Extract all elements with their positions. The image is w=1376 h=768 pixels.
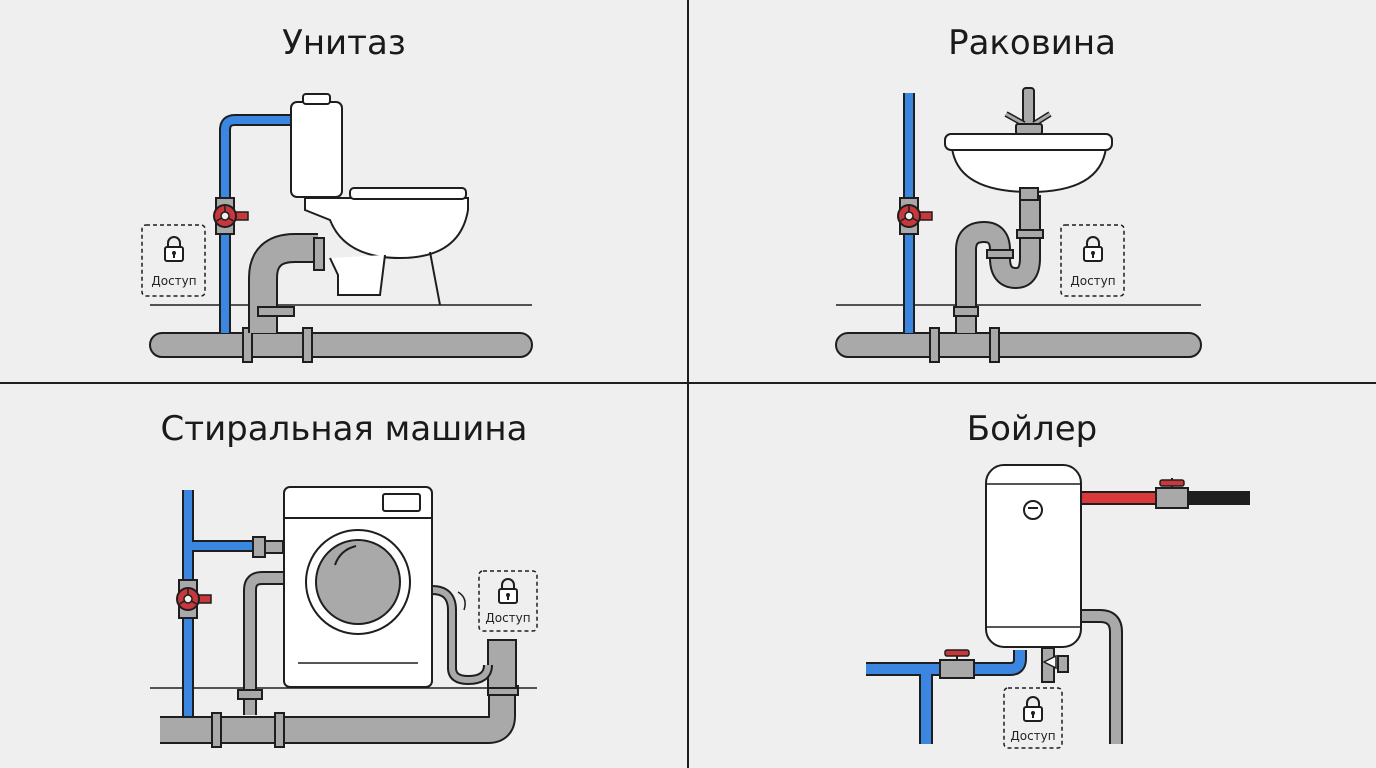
panel-title-toilet: Унитаз xyxy=(282,23,406,63)
drain-pipe-main xyxy=(149,332,533,358)
panel-boiler: Доступ xyxy=(866,464,1250,749)
drain-pipe-main xyxy=(835,332,1202,358)
valve-icon xyxy=(213,197,249,235)
cold-water-pipe xyxy=(221,116,292,333)
access-box-sink: Доступ xyxy=(1060,224,1125,297)
boiler-icon xyxy=(985,464,1082,648)
lock-icon xyxy=(1023,696,1043,722)
lock-icon xyxy=(164,236,184,262)
cold-water-pipe xyxy=(866,650,1025,744)
panel-toilet: Доступ xyxy=(141,93,533,363)
valve-icon xyxy=(1155,478,1189,509)
panel-title-sink: Раковина xyxy=(948,23,1116,63)
access-label-toilet: Доступ xyxy=(151,274,196,288)
panel-title-washer: Стиральная машина xyxy=(160,409,528,449)
drain-elbow xyxy=(250,235,318,333)
valve-icon xyxy=(939,649,975,679)
access-label-washer: Доступ xyxy=(485,611,530,625)
sink-icon xyxy=(944,87,1113,201)
access-box-toilet: Доступ xyxy=(141,224,206,297)
panel-title-boiler: Бойлер xyxy=(966,409,1098,449)
access-box-washer: Доступ xyxy=(478,570,538,632)
valve-icon xyxy=(176,579,212,619)
safety-valve xyxy=(1041,647,1069,683)
panel-sink: Доступ xyxy=(835,87,1202,363)
access-label-sink: Доступ xyxy=(1070,274,1115,288)
toilet-icon xyxy=(290,93,469,306)
access-label-boiler: Доступ xyxy=(1010,729,1055,743)
access-box-boiler: Доступ xyxy=(1003,687,1063,749)
lock-icon xyxy=(498,578,518,604)
washing-machine-icon xyxy=(283,486,433,688)
panel-washer: Доступ xyxy=(150,486,538,748)
drain-pipe-main xyxy=(160,645,514,742)
lock-icon xyxy=(1083,236,1103,262)
valve-icon xyxy=(897,197,933,235)
